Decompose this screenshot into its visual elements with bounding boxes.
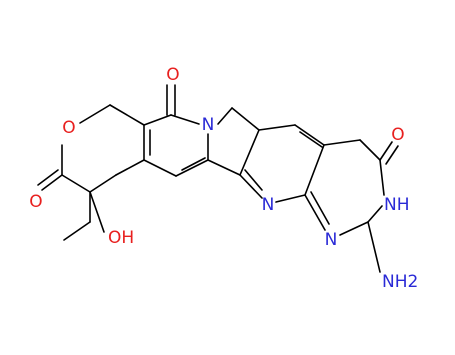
bond-line <box>379 159 385 196</box>
atom-label-ring-nitrogen: N <box>202 115 215 135</box>
bond-line <box>275 194 306 203</box>
bond-line <box>89 174 117 193</box>
bond-line <box>89 191 105 233</box>
bond-line <box>37 169 59 186</box>
atom-label-pyridine-nitrogen: N <box>262 195 275 215</box>
atom-label-amino: NH2 <box>382 272 418 292</box>
atom-labels: O N O O OH N N NH O NH2 <box>29 65 418 292</box>
atom-label-pyrimidine-nitrogen: N <box>325 230 338 250</box>
atom-label-pyrimidine-nh: NH <box>384 195 410 215</box>
atom-label-hydroxyl: OH <box>108 228 134 248</box>
bond-line <box>143 114 172 126</box>
atom-label-pyrimidinone-oxygen: O <box>391 125 404 145</box>
bond-line <box>323 139 361 146</box>
atom-label-top-carbonyl-oxygen: O <box>166 65 179 85</box>
bond-line <box>115 159 145 176</box>
bond-line <box>207 159 241 176</box>
atom-label-lactone-ring-oxygen: O <box>62 118 75 138</box>
bond-line <box>63 221 91 241</box>
bond-line <box>367 205 383 223</box>
bond-line <box>294 124 325 146</box>
bond-line <box>304 194 326 231</box>
bond-line <box>41 174 63 191</box>
bond-line <box>170 114 200 125</box>
bond-line <box>304 144 325 196</box>
bond-line <box>258 124 296 131</box>
bond-line <box>61 174 91 193</box>
bond-line <box>367 221 381 273</box>
bond-line <box>239 129 260 176</box>
bond-line <box>143 159 177 177</box>
bond-line <box>385 145 399 165</box>
bond-line <box>299 131 323 148</box>
bond-line <box>339 221 369 236</box>
bond-line <box>79 104 111 124</box>
bond-line <box>181 157 206 171</box>
bond-line <box>217 107 233 125</box>
bond-line <box>175 159 209 177</box>
bond-line <box>109 104 145 126</box>
bond-line <box>310 191 330 225</box>
bond-line <box>359 139 381 161</box>
bond-line <box>239 174 263 199</box>
bond-line <box>231 107 260 131</box>
bond-lines <box>37 84 399 273</box>
bond-line <box>244 169 263 191</box>
bond-line <box>379 141 393 161</box>
atom-label-lactone-carbonyl-oxygen: O <box>29 192 42 212</box>
